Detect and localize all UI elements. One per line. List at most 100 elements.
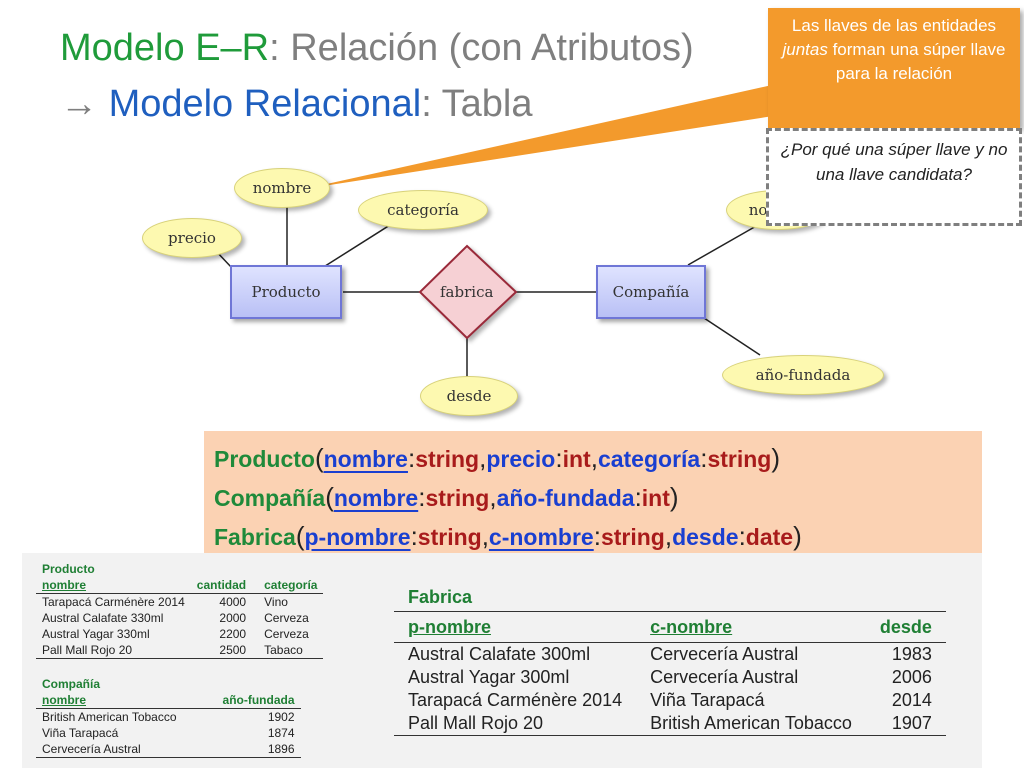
table-cell: 1983 [891, 644, 932, 664]
table-caption: Producto [42, 562, 95, 576]
schema-attr-type: int [562, 446, 591, 472]
schema-colon: : [593, 521, 601, 551]
schema-attr-name: c-nombre [488, 524, 594, 550]
column-header: desde [865, 611, 946, 643]
table-cell: 2000 [219, 611, 247, 625]
table-cell: Tarapacá Carménère 2014 [408, 690, 623, 710]
schema-colon: : [700, 443, 708, 473]
callout-text-em: juntas [782, 40, 828, 59]
schema-comma: , [590, 443, 598, 473]
table-cell: Cerveza [264, 611, 309, 625]
table-row: Austral Calafate 300ml Cervecería Austral… [394, 643, 946, 667]
relation-diamond [418, 244, 518, 340]
attr-categoria: categoría [358, 190, 488, 230]
entity-producto: Producto [230, 265, 342, 319]
callout-pointer [319, 85, 771, 187]
relational-schema: Producto(nombre:string,precio:int,catego… [204, 431, 982, 553]
table-cell: Tabaco [252, 642, 324, 659]
attr-desde: desde [420, 376, 518, 416]
table-caption: Fabrica [394, 583, 946, 612]
title-line2-rest: : Tabla [421, 83, 533, 125]
question-box: ¿Por qué una súper llave y no una llave … [766, 128, 1022, 226]
column-header: categoría [252, 577, 324, 594]
column-header: nombre [36, 577, 191, 594]
schema-attr-name: desde [672, 524, 739, 550]
column-header: p-nombre [394, 611, 637, 643]
table-row: Viña Tarapacá 1874 [36, 725, 301, 741]
schema-colon: : [410, 521, 418, 551]
table-cell: 2500 [190, 642, 253, 659]
table-cell: 1907 [865, 712, 946, 736]
schema-attr-type: string [425, 485, 490, 511]
schema-relation-name: Producto [214, 446, 315, 472]
title-line1-rest: : Relación (con Atributos) [269, 27, 694, 69]
table-row: Tarapacá Carménère 2014 Viña Tarapacá 2014 [394, 689, 946, 712]
schema-colon: : [555, 443, 563, 473]
schema-attr-type: string [415, 446, 480, 472]
page-title: Modelo E–R: Relación (con Atributos) → M… [60, 20, 694, 132]
schema-paren: ) [669, 482, 679, 512]
callout-text-1: Las llaves de las entidades [791, 16, 997, 35]
schema-line-producto: Producto(nombre:string,precio:int,catego… [214, 439, 972, 478]
table-cell: 1896 [182, 741, 301, 758]
schema-attr-name: año-fundada [496, 485, 635, 511]
schema-colon: : [634, 482, 642, 512]
attr-precio: precio [142, 218, 242, 258]
title-relational-model: Modelo Relacional [108, 83, 422, 125]
schema-paren: ( [295, 521, 305, 551]
table-cell: Cervecería Austral [650, 644, 799, 664]
table-producto: Producto nombre cantidad categoría Tarap… [36, 561, 324, 659]
schema-relation-name: Fabrica [214, 524, 296, 550]
table-caption: Compañía [42, 677, 101, 691]
schema-comma: , [489, 482, 497, 512]
table-cell: Pall Mall Rojo 20 [36, 642, 191, 659]
table-cell: 1874 [267, 726, 295, 740]
table-cell: Viña Tarapacá [650, 690, 765, 710]
title-arrow: → [60, 83, 109, 125]
schema-comma: , [481, 521, 489, 551]
entity-compania: Compañía [596, 265, 706, 319]
table-cell: 2200 [219, 627, 247, 641]
schema-paren: ( [325, 482, 334, 512]
schema-attr-type: string [417, 524, 482, 550]
schema-colon: : [418, 482, 426, 512]
table-row: Austral Yagar 330ml 2200 Cerveza [36, 626, 323, 642]
schema-attr-type: date [745, 524, 794, 550]
schema-line-fabrica: Fabrica(p-nombre:string,c-nombre:string,… [214, 517, 972, 556]
table-cell: 4000 [219, 595, 247, 609]
schema-attr-name: nombre [333, 485, 419, 511]
schema-attr-name: precio [486, 446, 556, 472]
schema-comma: , [479, 443, 487, 473]
schema-attr-type: string [600, 524, 665, 550]
table-cell: Cervecería Austral [36, 741, 183, 758]
schema-attr-name: nombre [323, 446, 408, 472]
schema-paren: ) [771, 443, 780, 473]
table-cell: Austral Calafate 300ml [408, 644, 591, 664]
schema-colon: : [738, 521, 746, 551]
table-cell: Viña Tarapacá [42, 726, 119, 740]
column-header: cantidad [190, 577, 253, 594]
schema-paren: ) [793, 521, 802, 551]
schema-paren: ( [314, 443, 324, 473]
schema-attr-name: p-nombre [304, 524, 411, 550]
table-compania: Compañía nombre año-fundada British Amer… [36, 676, 301, 758]
table-cell: Austral Yagar 330ml [42, 627, 150, 641]
column-header: c-nombre [636, 611, 866, 643]
table-cell: 1902 [267, 710, 295, 724]
table-fabrica: Fabrica p-nombre c-nombre desde Austral … [394, 583, 946, 736]
schema-line-compania: Compañía(nombre:string,año-fundada:int) [214, 478, 972, 517]
table-cell: Cerveza [264, 627, 309, 641]
schema-relation-name: Compañía [214, 485, 326, 511]
table-cell: Austral Calafate 330ml [42, 611, 164, 625]
table-cell: British American Tobacco [636, 712, 866, 736]
schema-attr-name: categoría [597, 446, 701, 472]
attr-ano-fundada: año-fundada [722, 355, 884, 395]
table-cell: Tarapacá Carménère 2014 [42, 595, 185, 609]
column-header: nombre [36, 692, 183, 709]
table-cell: 2014 [891, 690, 932, 710]
table-row: Austral Calafate 330ml 2000 Cerveza [36, 610, 323, 626]
